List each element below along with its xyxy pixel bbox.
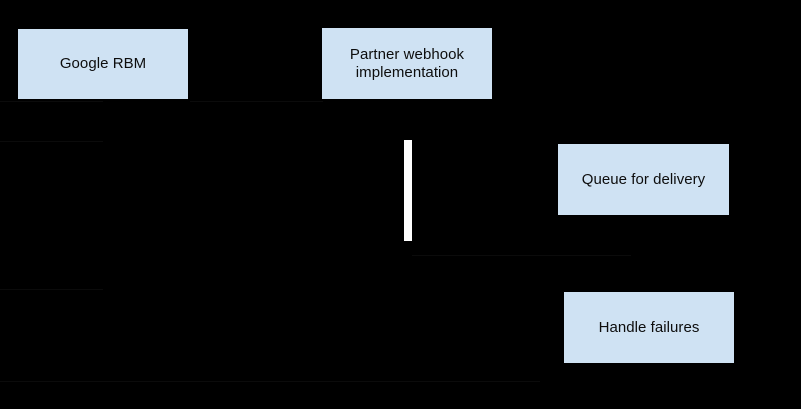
faint-rule-right-upper bbox=[190, 101, 323, 102]
node-google-rbm-label: Google RBM bbox=[59, 55, 147, 72]
connector-webhook-to-queue-stub bbox=[404, 140, 412, 241]
faint-rule-mid bbox=[0, 141, 103, 142]
node-queue-for-delivery-label: Queue for delivery bbox=[581, 170, 706, 188]
node-queue-for-delivery[interactable]: Queue for delivery bbox=[558, 144, 729, 215]
node-partner-webhook-implementation[interactable]: Partner webhook implementation bbox=[322, 28, 492, 99]
faint-rule-right-mid bbox=[412, 255, 631, 256]
faint-rule-bottom bbox=[0, 381, 540, 382]
node-google-rbm[interactable]: Google RBM bbox=[18, 29, 188, 99]
faint-rule-upper bbox=[0, 101, 103, 102]
node-handle-failures-label: Handle failures bbox=[598, 318, 700, 336]
node-partner-webhook-implementation-label: Partner webhook implementation bbox=[349, 45, 465, 81]
node-handle-failures[interactable]: Handle failures bbox=[564, 292, 734, 363]
faint-rule-lower bbox=[0, 289, 103, 290]
